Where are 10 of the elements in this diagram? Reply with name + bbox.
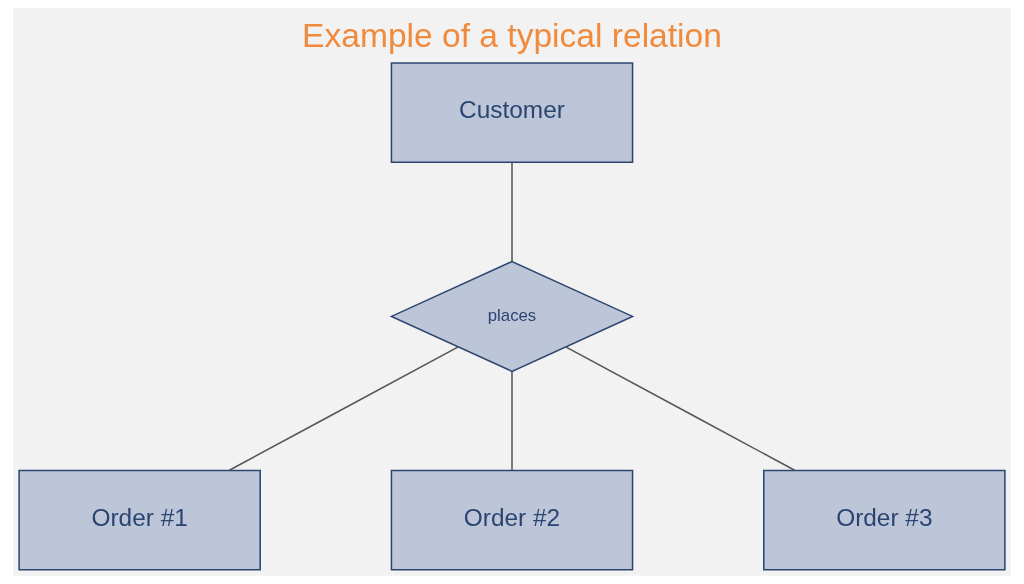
- connector: [565, 346, 796, 472]
- node-box: Customer: [390, 62, 634, 164]
- node-diamond: places: [389, 260, 635, 373]
- connector: [511, 162, 513, 262]
- node-box: Order #3: [763, 469, 1006, 571]
- node-box: Order #1: [18, 469, 261, 571]
- connector: [228, 346, 459, 472]
- node-box: Order #2: [390, 469, 634, 571]
- diagram-title: Example of a typical relation: [302, 17, 722, 55]
- connector: [511, 370, 513, 471]
